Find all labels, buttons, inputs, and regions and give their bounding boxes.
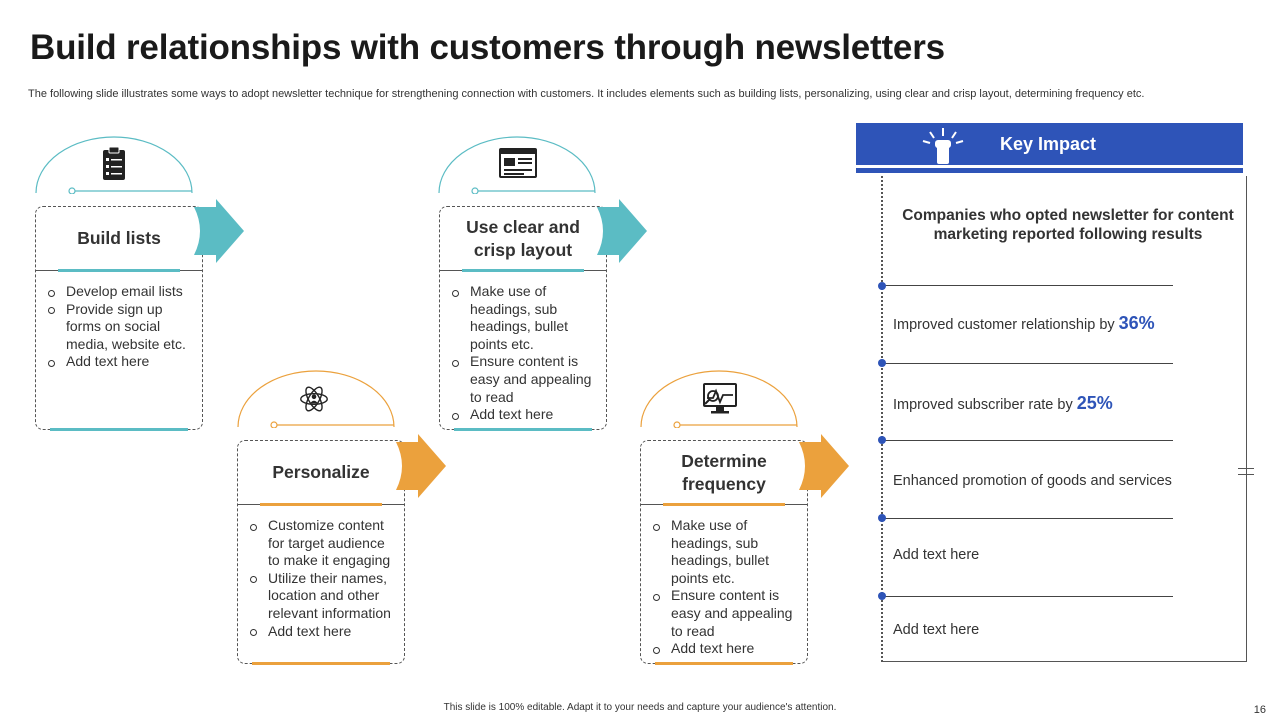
key-impact-header: Key Impact xyxy=(856,123,1243,165)
impact-row-2: Improved subscriber rate by 25% xyxy=(893,393,1113,414)
step-3-arc xyxy=(438,136,596,194)
impact-row-text: Improved subscriber rate by xyxy=(893,397,1077,413)
newsletter-layout-icon xyxy=(499,148,537,178)
step-2-title: Personalize xyxy=(238,441,404,506)
step-2-title-line1: Personalize xyxy=(272,462,370,482)
step-3-bullet: Make use of headings, sub headings, bull… xyxy=(450,283,598,353)
step-3-arrow-icon xyxy=(597,199,647,263)
step-1-arc xyxy=(35,136,193,194)
impact-separator xyxy=(882,518,1173,519)
step-1-title-underline xyxy=(58,269,180,272)
step-4-bullet: Add text here xyxy=(651,640,799,658)
monitor-analytics-icon xyxy=(703,383,737,414)
impact-row-text: Enhanced promotion of goods and services xyxy=(893,473,1172,489)
impact-row-3: Enhanced promotion of goods and services xyxy=(893,473,1172,489)
step-2-bullet: Utilize their names, location and other … xyxy=(248,570,396,623)
step-3-bullets: Make use of headings, sub headings, bull… xyxy=(440,271,606,424)
step-4-arc xyxy=(640,370,798,428)
step-2-title-underline xyxy=(260,503,382,506)
key-impact-frame xyxy=(882,176,1247,662)
step-4-bullets: Make use of headings, sub headings, bull… xyxy=(641,505,807,658)
clipboard-icon xyxy=(103,146,125,180)
impact-dot xyxy=(878,592,886,600)
step-2-bullet: Add text here xyxy=(248,623,396,641)
slide-footer: This slide is 100% editable. Adapt it to… xyxy=(443,702,837,713)
key-impact-dotted-line xyxy=(881,176,883,662)
impact-row-1: Improved customer relationship by 36% xyxy=(893,313,1155,334)
impact-dot xyxy=(878,436,886,444)
step-3-bullet: Add text here xyxy=(450,406,598,424)
step-2-card: Personalize Customize content for target… xyxy=(237,440,405,665)
step-1-bullets: Develop email lists Provide sign up form… xyxy=(36,271,202,371)
impact-separator xyxy=(882,440,1173,441)
step-2-bullets: Customize content for target audience to… xyxy=(238,505,404,640)
atom-person-icon xyxy=(300,386,328,412)
step-4-title-line1: Determine xyxy=(681,450,767,471)
impact-row-percentage: 25% xyxy=(1076,393,1113,413)
key-impact-header-underline xyxy=(856,168,1243,173)
impact-dot xyxy=(878,282,886,290)
step-4-arrow-icon xyxy=(799,434,849,498)
step-2-bottom-bar xyxy=(252,662,390,665)
impact-row-5: Add text here xyxy=(893,622,979,638)
step-2-arrow-icon xyxy=(396,434,446,498)
frame-tick-mark xyxy=(1238,468,1254,469)
step-4-bottom-bar xyxy=(655,662,793,665)
impact-row-4: Add text here xyxy=(893,547,979,563)
frame-tick-mark xyxy=(1238,474,1254,475)
step-4-bullet: Ensure content is easy and appealing to … xyxy=(651,587,799,640)
step-2-arc xyxy=(237,370,395,428)
step-4-title-underline xyxy=(663,503,785,506)
impact-separator xyxy=(882,596,1173,597)
step-4-bullet: Make use of headings, sub headings, bull… xyxy=(651,517,799,587)
step-3-bullet: Ensure content is easy and appealing to … xyxy=(450,353,598,406)
step-1-bullet: Develop email lists xyxy=(46,283,194,301)
raised-fist-icon xyxy=(922,128,964,164)
step-1-title-line1: Build lists xyxy=(77,228,161,248)
step-1-bottom-bar xyxy=(50,428,188,431)
step-1-title: Build lists xyxy=(36,207,202,272)
step-3-title-line2: crisp layout xyxy=(473,239,573,260)
step-3-title-underline xyxy=(462,269,584,272)
step-1-bullet: Add text here xyxy=(46,353,194,371)
step-2-bullet: Customize content for target audience to… xyxy=(248,517,396,570)
impact-row-text: Improved customer relationship by xyxy=(893,317,1119,333)
impact-row-text: Add text here xyxy=(893,547,980,563)
step-3-title-line1: Use clear and xyxy=(466,216,580,237)
impact-dot xyxy=(878,514,886,522)
step-4-title-line2: frequency xyxy=(682,473,766,494)
impact-separator xyxy=(882,285,1173,286)
key-impact-lead: Companies who opted newsletter for conte… xyxy=(902,207,1234,243)
slide-subtitle: The following slide illustrates some way… xyxy=(28,88,1145,100)
impact-dot xyxy=(878,359,886,367)
step-1-bullet: Provide sign up forms on social media, w… xyxy=(46,301,194,354)
step-3-bottom-bar xyxy=(454,428,592,431)
slide-title: Build relationships with customers throu… xyxy=(30,28,945,67)
impact-row-text: Add text here xyxy=(893,622,980,638)
step-1-card: Build lists Develop email lists Provide … xyxy=(35,206,203,431)
page-number: 16 xyxy=(1253,704,1266,716)
key-impact-title: Key Impact xyxy=(1000,134,1097,154)
impact-separator xyxy=(882,363,1173,364)
impact-row-percentage: 36% xyxy=(1118,313,1155,333)
step-1-arrow-icon xyxy=(194,199,244,263)
